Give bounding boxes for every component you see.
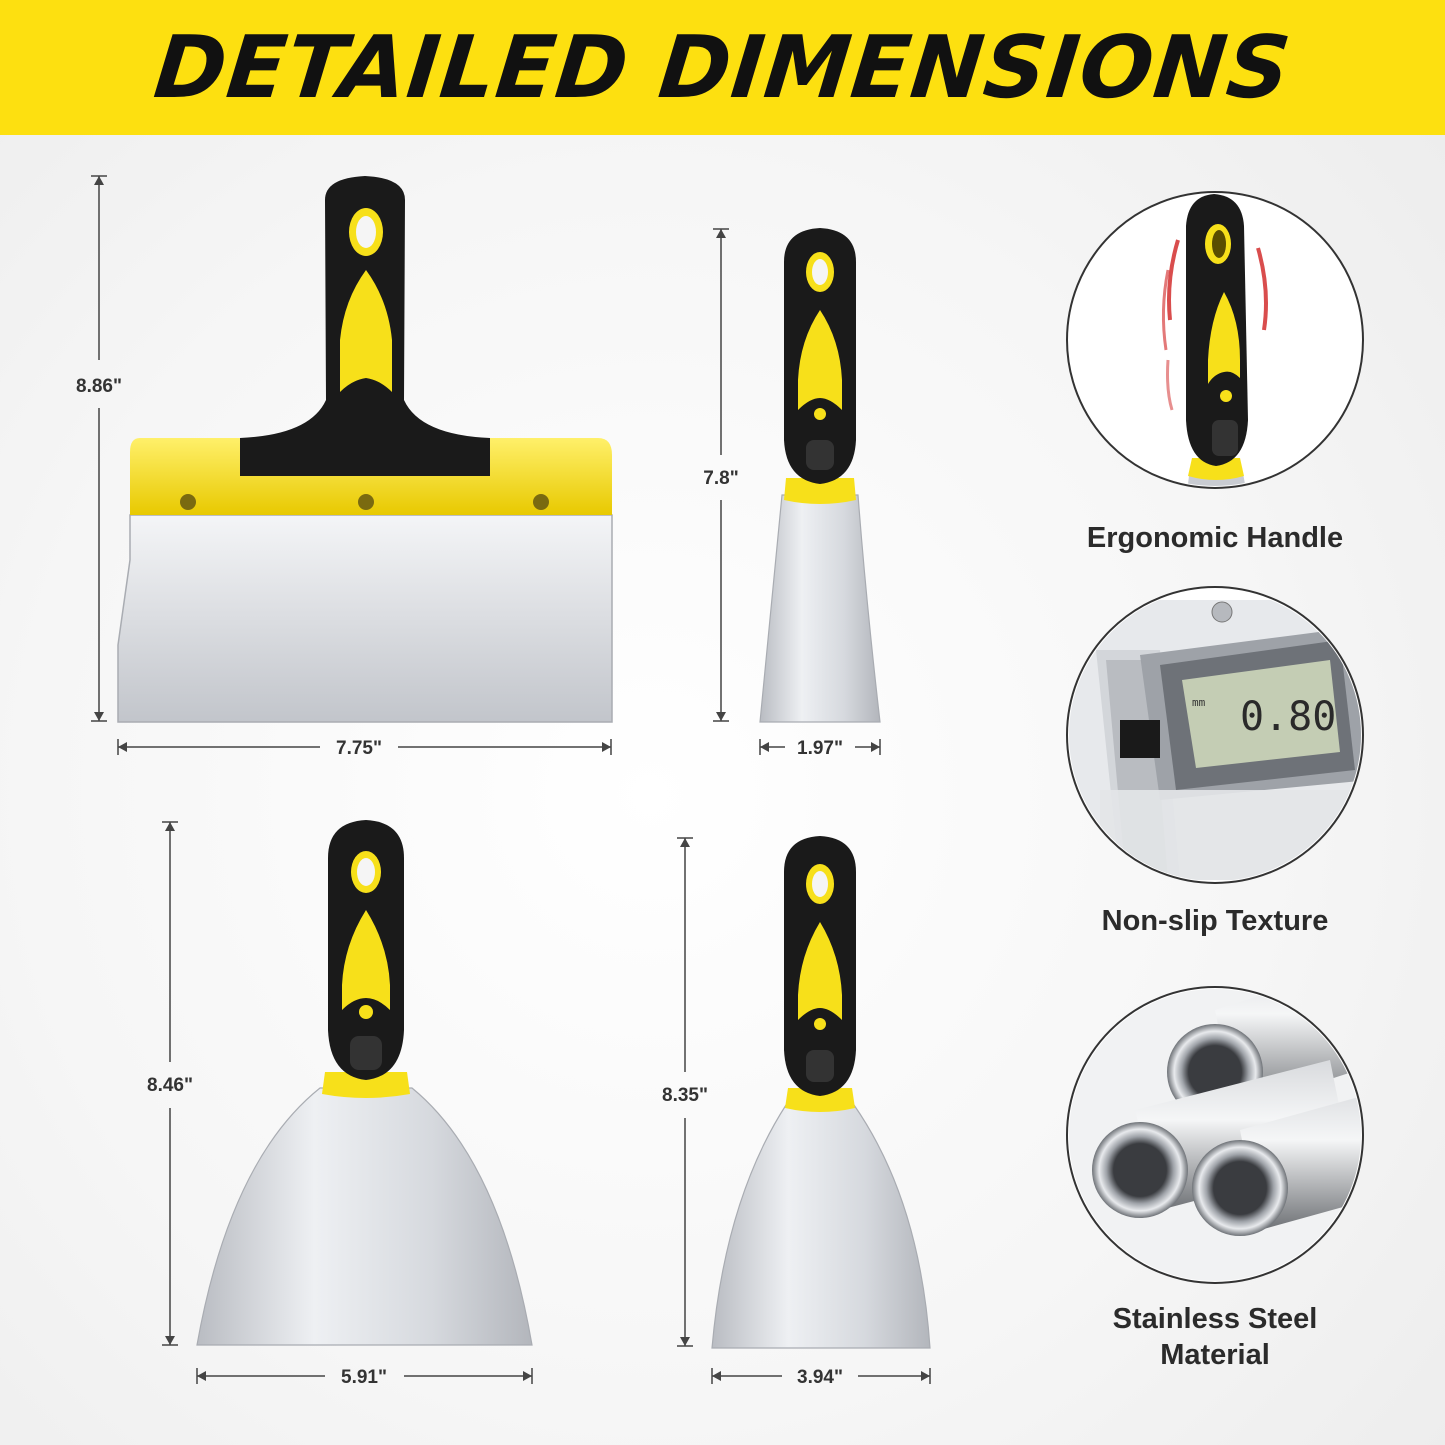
tool3-width-label: 5.91" bbox=[341, 1367, 387, 1388]
feature-label-stainless: Stainless Steel Material bbox=[1050, 1301, 1380, 1373]
large-putty-knife bbox=[196, 820, 533, 1346]
tool2-width-label: 1.97" bbox=[797, 738, 843, 759]
tool2-height-label: 7.8" bbox=[703, 468, 738, 489]
feature-label-stainless-line1: Stainless Steel bbox=[1112, 1303, 1318, 1335]
feature-label-ergonomic: Ergonomic Handle bbox=[1086, 522, 1344, 554]
grip-handle-icon bbox=[1066, 191, 1364, 489]
feature-label-non-slip: Non-slip Texture bbox=[1101, 905, 1329, 937]
steel-pipes-icon bbox=[1066, 986, 1364, 1284]
narrow-scraper bbox=[759, 228, 881, 723]
wide-knife-blade bbox=[117, 514, 613, 723]
header-banner: DETAILED DIMENSIONS bbox=[0, 0, 1445, 135]
feature-label-stainless-line2: Material bbox=[1160, 1339, 1270, 1371]
tool4-width-label: 3.94" bbox=[797, 1367, 843, 1388]
caliper-unit-label: mm bbox=[1192, 696, 1206, 709]
narrow-scraper-blade bbox=[759, 494, 881, 723]
medium-knife-blade bbox=[711, 1104, 931, 1349]
digital-caliper-icon: mm 0.80 bbox=[1066, 586, 1364, 884]
tool1-height-label: 8.86" bbox=[76, 376, 122, 397]
wide-knife-handle bbox=[240, 438, 490, 476]
caliper-reading: 0.80 bbox=[1240, 694, 1336, 740]
large-knife-blade bbox=[196, 1087, 533, 1346]
tool1-width-label: 7.75" bbox=[336, 738, 382, 759]
medium-putty-knife bbox=[711, 836, 931, 1349]
tool3-height-label: 8.46" bbox=[147, 1075, 193, 1096]
wide-taping-knife bbox=[117, 176, 613, 723]
dimension-arrowheads bbox=[94, 176, 930, 1381]
tool4-height-label: 8.35" bbox=[662, 1085, 708, 1106]
